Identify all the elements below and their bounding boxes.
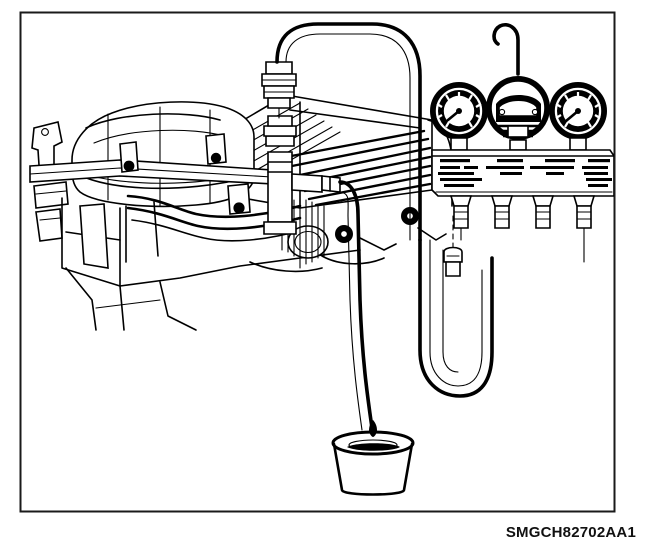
engine-skirt xyxy=(65,267,197,331)
low-pressure-gauge xyxy=(430,82,488,151)
thin-jumper-hose xyxy=(443,215,463,277)
figure-caption-id: SMGCH82702AA1 xyxy=(505,524,636,541)
drain-hose xyxy=(338,180,374,431)
fuel-pressure-test-port xyxy=(263,115,341,235)
manifold-port-1 xyxy=(449,195,473,229)
manifold-port-3 xyxy=(531,195,555,229)
manifold-gauge-set xyxy=(430,23,614,229)
manifold-port-4 xyxy=(572,195,596,229)
supply-hose-upper xyxy=(275,22,422,242)
center-sight-glass xyxy=(486,76,550,151)
quick-connect-coupler xyxy=(261,61,297,119)
looped-hose-pair xyxy=(418,238,494,398)
fuel-catch-container xyxy=(331,420,415,496)
rail-clamps xyxy=(119,133,251,215)
manifold-port-2 xyxy=(490,195,514,229)
manifold-ports xyxy=(449,195,596,229)
manifold-faceplate-text xyxy=(438,159,612,187)
gauge-set-hook xyxy=(492,23,520,76)
manifold-body xyxy=(431,149,614,197)
